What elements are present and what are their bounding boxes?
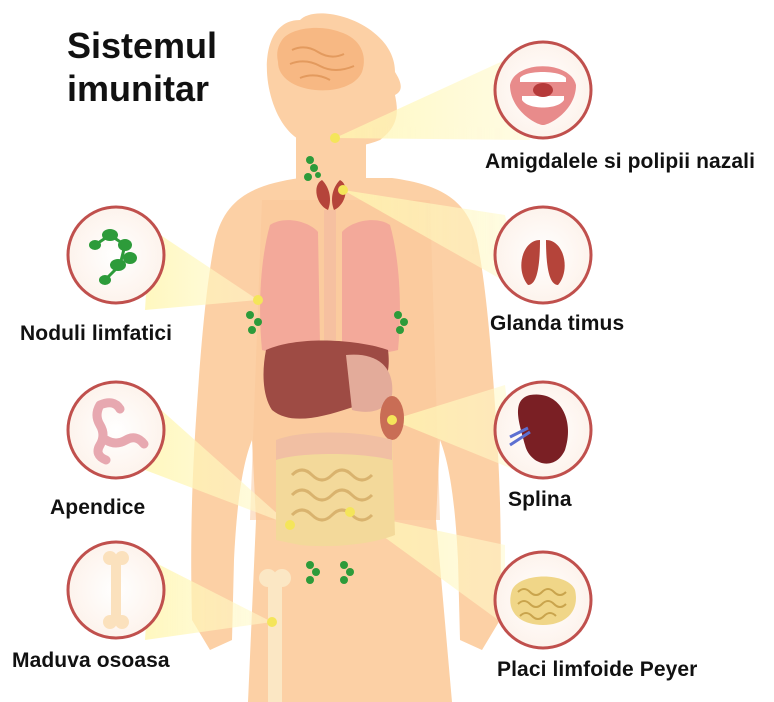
label-timus: Glanda timus <box>490 313 624 334</box>
label-amigdale: Amigdalele si polipii nazali <box>485 151 755 172</box>
mouth-throat-icon <box>495 42 591 138</box>
label-apendice: Apendice <box>50 497 145 518</box>
intestines <box>276 433 395 547</box>
label-peyer: Placi limfoide Peyer <box>497 659 697 680</box>
label-noduli: Noduli limfatici <box>20 323 172 344</box>
lymph-nodes-icon <box>68 207 164 303</box>
bone-marrow-icon <box>68 542 164 638</box>
liver <box>264 341 393 419</box>
intestine-icon <box>495 552 591 648</box>
brain <box>277 28 364 91</box>
label-maduva: Maduva osoasa <box>12 650 170 671</box>
title-line-2: imunitar <box>67 67 217 110</box>
appendix-colon-icon <box>68 382 164 478</box>
page-title: Sistemul imunitar <box>67 24 217 110</box>
lungs <box>260 210 400 360</box>
title-line-1: Sistemul <box>67 24 217 67</box>
thymus-gland-icon <box>495 207 591 303</box>
label-splina: Splina <box>508 489 572 510</box>
spleen-icon <box>495 382 591 478</box>
